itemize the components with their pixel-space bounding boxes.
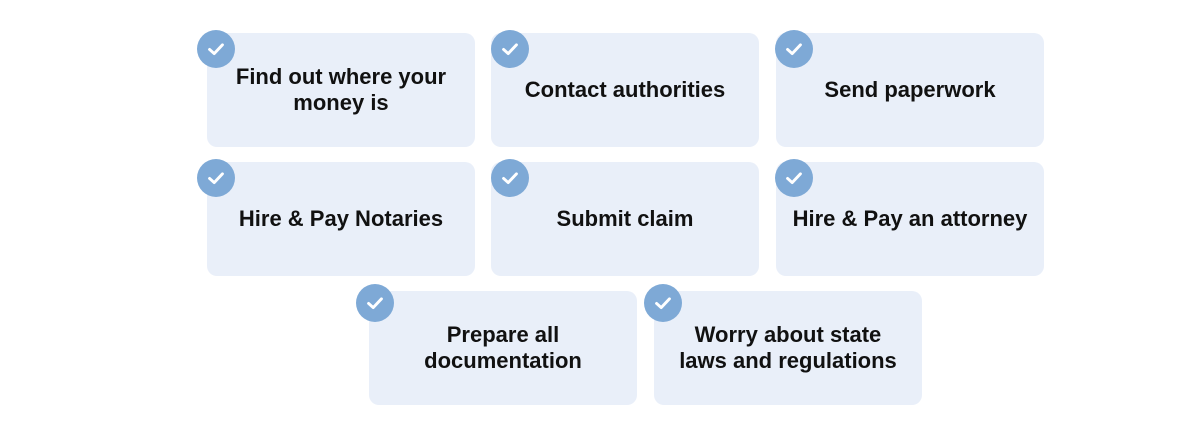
task-card-send-paperwork: Send paperwork	[776, 33, 1044, 147]
task-card-prepare-documentation: Prepare all documentation	[369, 291, 637, 405]
task-card-submit-claim: Submit claim	[491, 162, 759, 276]
task-label: Prepare all documentation	[424, 322, 582, 373]
task-label: Worry about state laws and regulations	[679, 322, 897, 373]
task-label: Hire & Pay an attorney	[792, 206, 1028, 231]
check-icon	[491, 30, 529, 68]
check-icon	[491, 159, 529, 197]
task-label: Submit claim	[556, 206, 694, 231]
task-card-hire-attorney: Hire & Pay an attorney	[776, 162, 1044, 276]
check-icon	[197, 30, 235, 68]
task-card-find-money: Find out where your money is	[207, 33, 475, 147]
check-icon	[356, 284, 394, 322]
task-label: Find out where your money is	[235, 64, 447, 115]
check-icon	[775, 30, 813, 68]
task-card-contact-authorities: Contact authorities	[491, 33, 759, 147]
task-label: Send paperwork	[824, 77, 996, 102]
task-card-state-laws: Worry about state laws and regulations	[654, 291, 922, 405]
check-icon	[644, 284, 682, 322]
task-card-hire-notaries: Hire & Pay Notaries	[207, 162, 475, 276]
task-label: Hire & Pay Notaries	[238, 206, 444, 231]
check-icon	[197, 159, 235, 197]
check-icon	[775, 159, 813, 197]
task-label: Contact authorities	[524, 77, 726, 102]
